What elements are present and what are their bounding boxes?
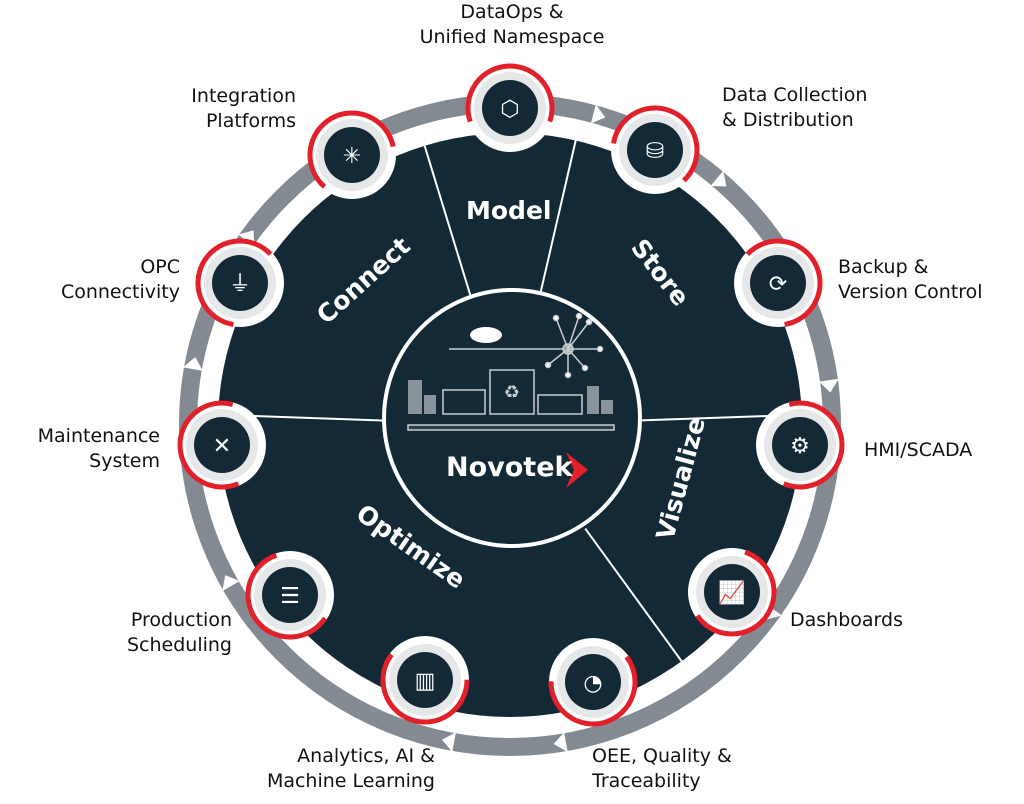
network-node xyxy=(544,361,552,369)
bar-chart-icon: ▥ xyxy=(415,669,436,694)
network-edge xyxy=(567,321,590,350)
ring-arrow-notch xyxy=(710,170,727,187)
node-5: 📈 xyxy=(688,548,777,637)
node-red-arc xyxy=(695,549,777,637)
label-maintenance: Maintenance System xyxy=(37,425,160,472)
node-core xyxy=(324,127,380,183)
node-red-arc xyxy=(177,400,240,490)
plug-icon: ⏚ xyxy=(229,272,251,297)
city-building xyxy=(601,400,613,414)
monitor-chart-icon: 📈 xyxy=(718,580,745,606)
hmi-screen-gear-icon: ⚙ xyxy=(790,434,810,459)
gantt-icon: ☰ xyxy=(280,584,300,609)
recycle-building xyxy=(489,369,535,415)
node-red-arc xyxy=(380,653,470,725)
database-cloud-icon: ⛁ xyxy=(646,139,664,164)
node-core xyxy=(262,567,318,623)
node-6: ◔ xyxy=(548,638,638,727)
node-11: ✳ xyxy=(307,110,396,199)
database-cube-icon: ⬡ xyxy=(500,97,519,122)
wrench-screwdriver-icon: ✕ xyxy=(213,434,231,459)
ring-arrow-notch xyxy=(183,356,203,371)
factory-building xyxy=(537,394,583,415)
city-building xyxy=(424,395,436,414)
network-node xyxy=(564,371,572,379)
cloud-icon xyxy=(470,327,502,343)
node-red-arc xyxy=(465,63,555,123)
node-core xyxy=(627,122,683,178)
network-node xyxy=(575,312,583,320)
novotek-logo: Novotek xyxy=(446,452,572,483)
label-backup: Backup & Version Control xyxy=(838,256,983,303)
node-core xyxy=(482,80,538,136)
ring-arrow-notch xyxy=(441,732,456,752)
city-building xyxy=(587,386,599,414)
node-red-arc xyxy=(782,400,845,490)
node-7: ▥ xyxy=(380,636,470,725)
node-10: ⏚ xyxy=(195,238,284,327)
node-2: ⛁ xyxy=(611,105,700,194)
ring-arrow-notch xyxy=(590,104,606,124)
gauge-icon: ◔ xyxy=(583,671,602,696)
node-core xyxy=(565,654,621,710)
network-node xyxy=(581,364,589,372)
label-analytics: Analytics, AI & Machine Learning xyxy=(266,745,435,792)
network-node xyxy=(585,318,593,326)
node-core xyxy=(212,255,268,311)
segment-divider xyxy=(584,527,683,662)
factory-illustration: ♻ xyxy=(407,312,615,431)
city-building xyxy=(408,380,422,414)
network-icon: ✳ xyxy=(343,144,361,169)
node-core xyxy=(750,255,806,311)
segment-model: Model xyxy=(466,196,552,225)
center-circle xyxy=(382,288,642,548)
label-opc: OPC Connectivity xyxy=(60,256,180,303)
node-core xyxy=(772,417,828,473)
ring-arrow-notch xyxy=(553,732,568,752)
label-oee: OEE, Quality & Traceability xyxy=(592,745,732,792)
segment-divider xyxy=(423,145,474,303)
brand-name: Novotek xyxy=(446,452,573,483)
ring-arrow-notch xyxy=(222,575,240,591)
label-dataops: DataOps & Unified Namespace xyxy=(419,1,605,48)
label-production-scheduling: Production Scheduling xyxy=(126,609,232,656)
network-edge xyxy=(567,315,580,350)
network-node xyxy=(552,314,560,322)
node-core xyxy=(194,417,250,473)
node-red-arc xyxy=(611,105,700,183)
logo-chevron xyxy=(566,452,588,488)
network-node xyxy=(596,345,604,353)
node-red-arc xyxy=(307,110,396,189)
label-integration: Integration Platforms xyxy=(191,85,296,132)
sync-icon: ⟳ xyxy=(769,272,787,297)
node-3: ⟳ xyxy=(734,238,823,327)
label-dashboards: Dashboards xyxy=(790,609,903,631)
node-red-arc xyxy=(195,238,273,327)
platform xyxy=(407,424,615,431)
node-9: ✕ xyxy=(177,400,266,490)
ring-arrow-notch xyxy=(818,378,839,393)
factory-building xyxy=(442,389,486,415)
recycle-icon: ♻ xyxy=(504,382,520,403)
network-edge xyxy=(567,348,586,369)
label-data-collection: Data Collection & Distribution xyxy=(722,84,868,131)
node-red-arc xyxy=(745,238,823,327)
network-edge xyxy=(547,348,569,366)
network-edge xyxy=(555,317,569,350)
node-4: ⚙ xyxy=(756,400,845,490)
node-red-arc xyxy=(245,552,328,640)
label-hmi-scada: HMI/SCADA xyxy=(864,439,973,461)
node-red-arc xyxy=(548,655,638,727)
node-core xyxy=(397,652,453,708)
node-8: ☰ xyxy=(245,551,334,640)
node-1: ⬡ xyxy=(465,63,555,152)
node-core xyxy=(704,564,760,620)
segment-divider xyxy=(537,140,577,301)
